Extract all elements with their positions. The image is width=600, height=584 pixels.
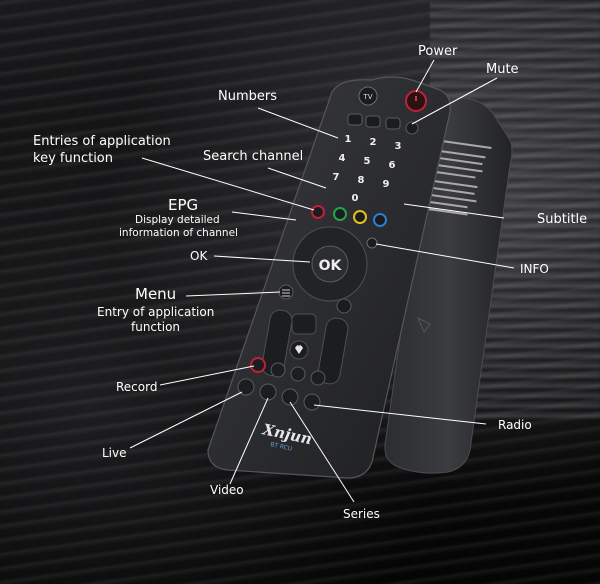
label-record: Record bbox=[116, 380, 158, 394]
label-mute: Mute bbox=[486, 62, 519, 77]
svg-text:TV: TV bbox=[362, 93, 372, 101]
number-key-1: 1 bbox=[345, 134, 352, 145]
number-key-9: 9 bbox=[383, 179, 390, 190]
label-epg: EPG bbox=[168, 196, 199, 214]
label-subtitle: Subtitle bbox=[537, 212, 588, 227]
label-menu: Menu bbox=[135, 285, 177, 303]
mute-button bbox=[405, 121, 419, 135]
number-key-4: 4 bbox=[339, 153, 346, 164]
remote-top-buttons: TV bbox=[347, 86, 427, 135]
label-video: Video bbox=[210, 483, 244, 497]
number-keys: 1 2 3 4 5 6 7 8 9 0 bbox=[333, 134, 402, 204]
remote-back-view bbox=[384, 97, 513, 474]
label-ok: OK bbox=[190, 249, 208, 263]
media-keys bbox=[250, 357, 326, 386]
svg-text:BT RCU: BT RCU bbox=[270, 441, 293, 452]
volume-group-page bbox=[261, 309, 349, 385]
color-keys bbox=[311, 205, 387, 227]
label-search-channel: Search channel bbox=[203, 149, 304, 164]
label-epg-desc-line1: Display detailed bbox=[135, 214, 220, 226]
label-radio: Radio bbox=[498, 418, 532, 432]
number-key-6: 6 bbox=[389, 160, 396, 171]
label-info: INFO bbox=[520, 262, 549, 276]
label-series: Series bbox=[343, 507, 380, 521]
label-epg-desc-line2: information of channel bbox=[119, 227, 238, 239]
svg-text:OK: OK bbox=[319, 258, 343, 274]
label-menu-desc-line1: Entry of application bbox=[97, 305, 215, 319]
label-live: Live bbox=[102, 446, 127, 460]
number-key-0: 0 bbox=[352, 193, 359, 204]
number-key-3: 3 bbox=[395, 141, 402, 152]
label-power: Power bbox=[418, 44, 458, 59]
number-key-5: 5 bbox=[364, 156, 371, 167]
label-menu-desc-line2: function bbox=[131, 320, 181, 334]
menu-back-buttons bbox=[278, 284, 352, 314]
label-numbers: Numbers bbox=[218, 89, 277, 104]
label-entries-line2: key function bbox=[33, 151, 113, 166]
navigation-pad: OK bbox=[292, 226, 378, 302]
number-key-2: 2 bbox=[370, 137, 377, 148]
number-key-8: 8 bbox=[358, 175, 365, 186]
callout-lines bbox=[129, 59, 515, 503]
back-label-text bbox=[427, 139, 492, 216]
label-entries-line1: Entries of application bbox=[33, 134, 171, 149]
number-key-7: 7 bbox=[333, 172, 340, 183]
shortcut-keys bbox=[237, 378, 321, 411]
